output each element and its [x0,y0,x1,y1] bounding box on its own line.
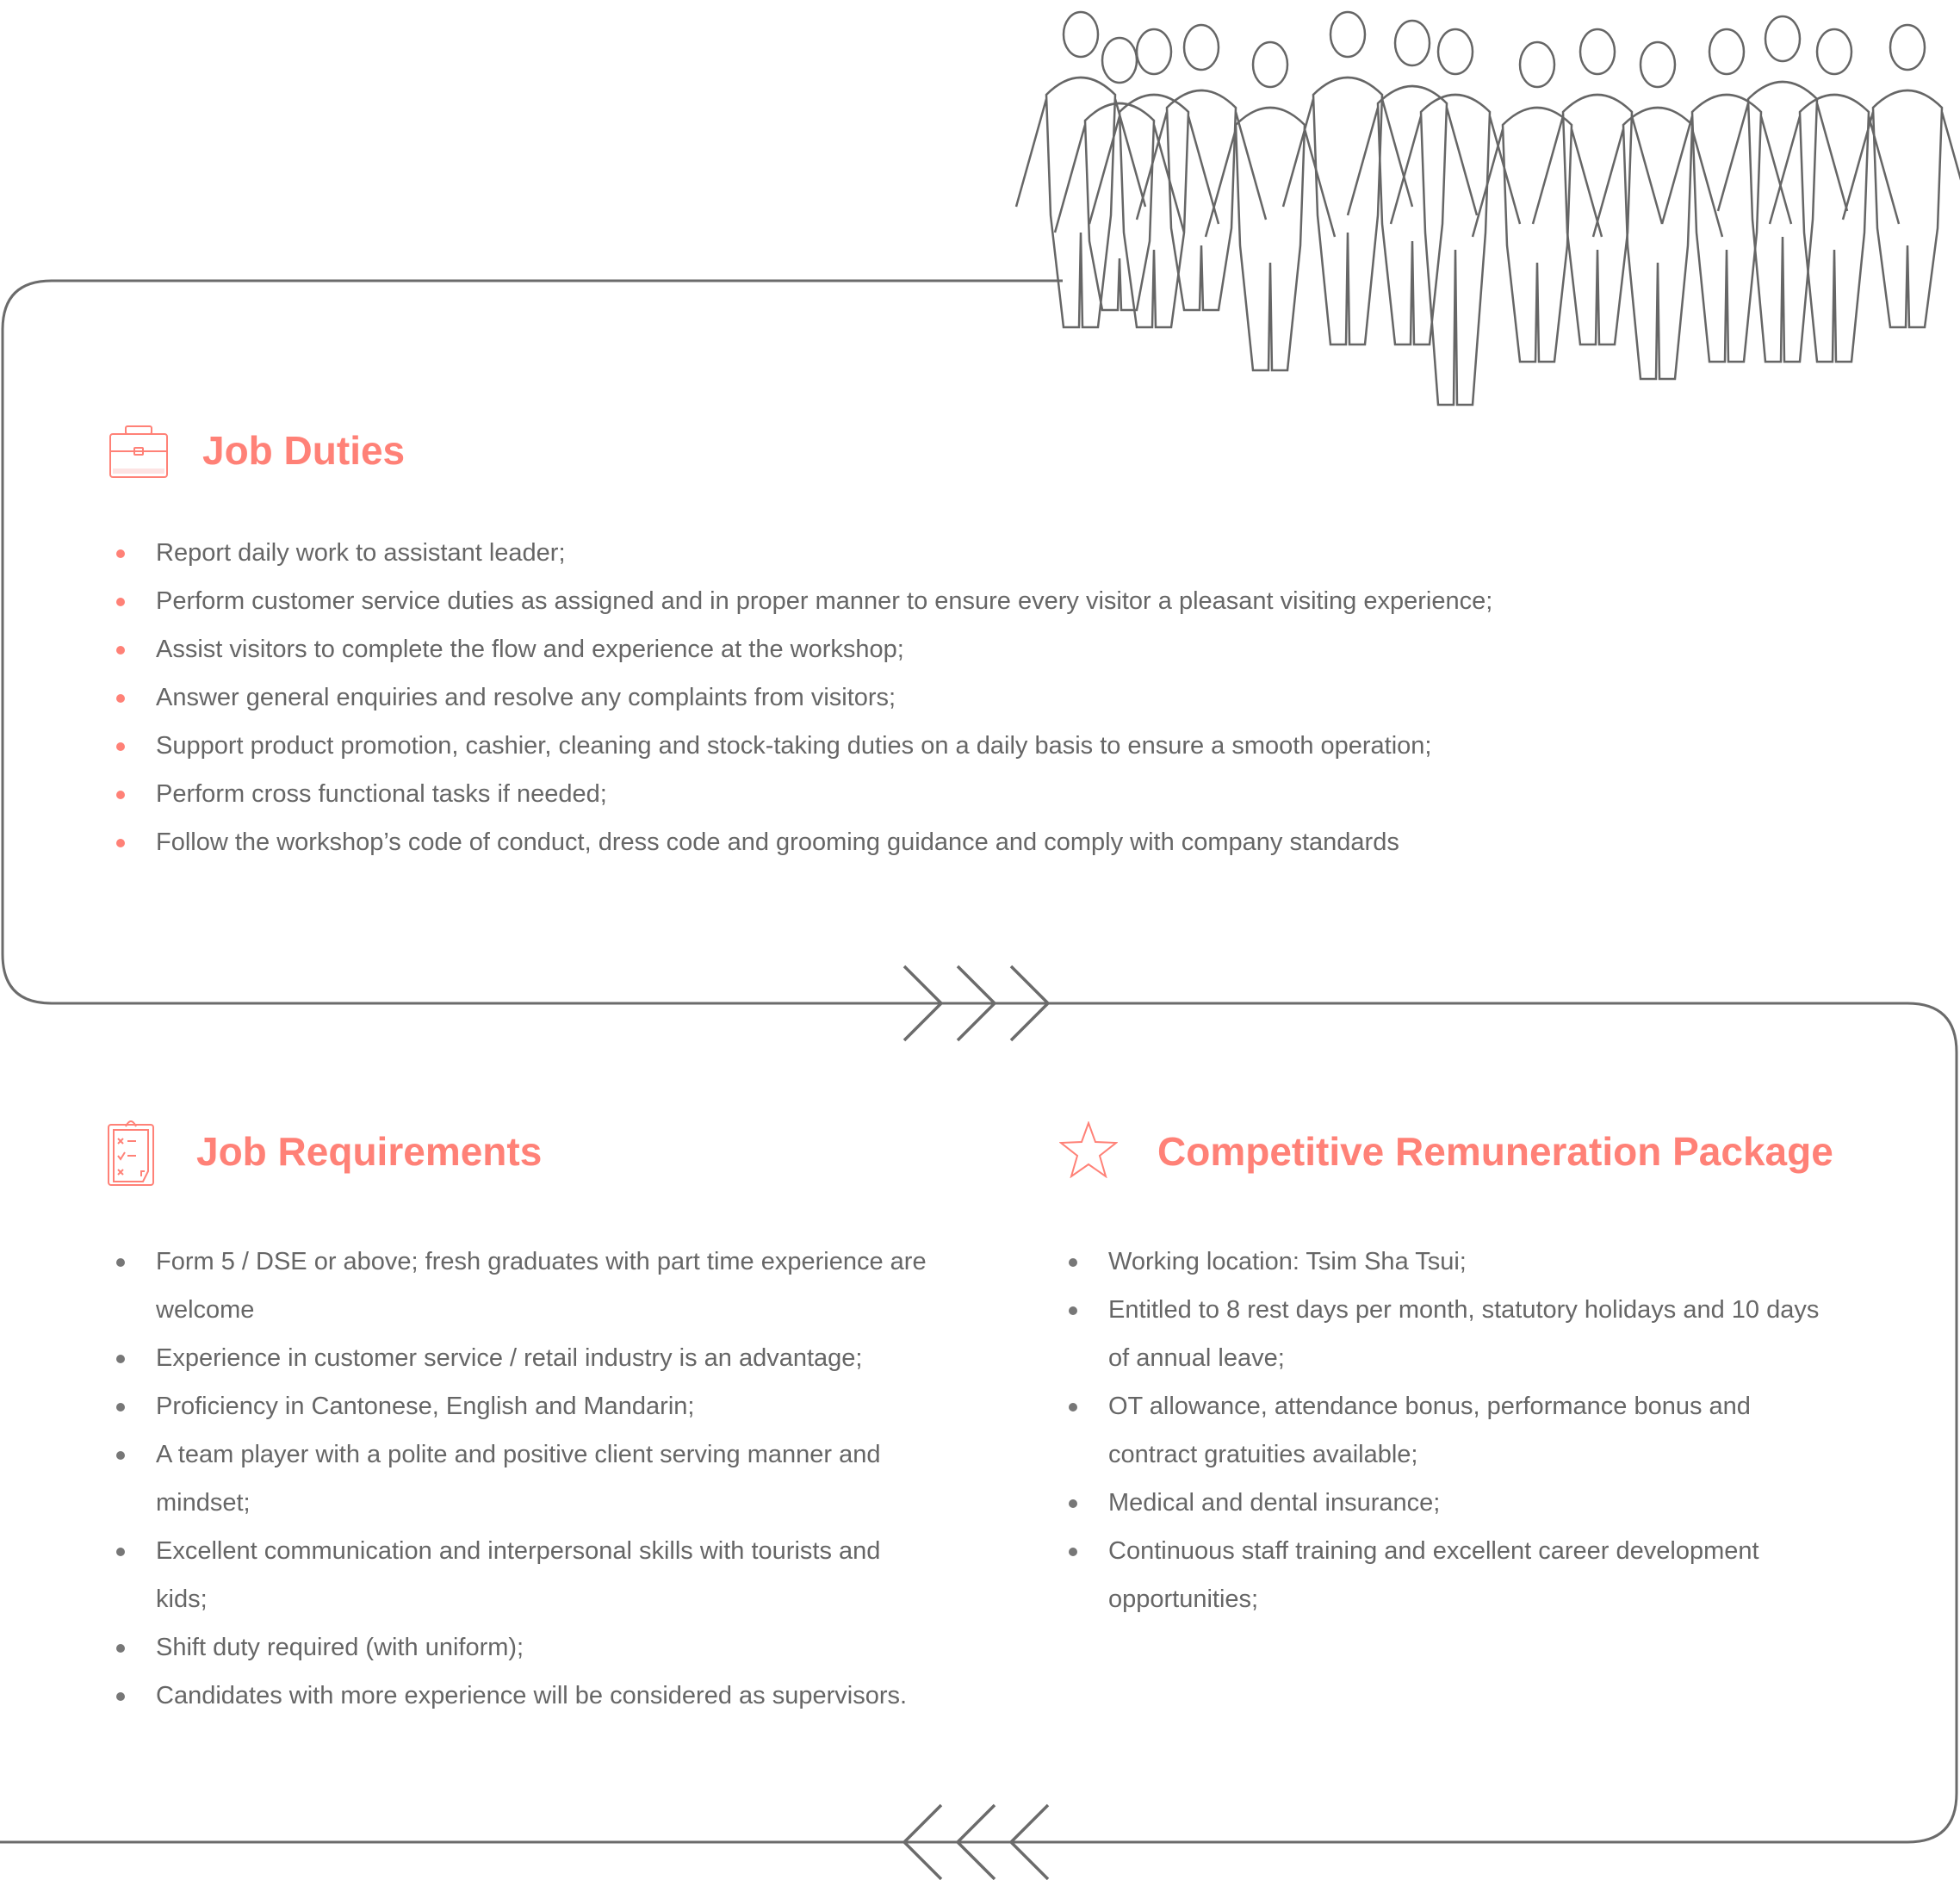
bullet [116,1451,125,1460]
list-item: Answer general enquiries and resolve any… [116,673,1492,722]
bullet [1069,1548,1077,1556]
figure-body [1591,106,1724,381]
bullet [116,742,125,751]
job-requirements-title: Job Requirements [196,1129,543,1174]
list-item: Report daily work to assistant leader; [116,529,1492,577]
figure-body [1346,84,1479,346]
list-item: Working location: Tsim Sha Tsui; [1069,1238,1832,1286]
job-duties-title: Job Duties [202,428,406,473]
figure-head [1708,28,1746,76]
figure-body [1768,93,1901,363]
list-item: Perform cross functional tasks if needed… [116,770,1492,818]
figure-body [1281,76,1414,346]
figure-body [1204,106,1337,372]
chevrons-left-icon [902,1803,1050,1880]
list-item: A team player with a polite and positive… [116,1430,931,1527]
bullet [116,1403,125,1412]
job-duties-list: Report daily work to assistant leader; P… [116,529,1492,866]
bullet [116,1692,125,1701]
figure-body [1716,80,1849,363]
bullet [1069,1403,1077,1412]
list-item: Assist visitors to complete the flow and… [116,625,1492,673]
figure-head [1764,15,1802,63]
clipboard-checklist-icon [108,1120,154,1186]
bullet [116,646,125,655]
bullet [116,1548,125,1556]
bullet [116,598,125,606]
bullet [116,1644,125,1653]
figure-head [1393,19,1431,67]
figure-head [1815,28,1853,76]
list-item: Support product promotion, cashier, clea… [116,722,1492,770]
figure-head [1062,10,1100,59]
list-item: Experience in customer service / retail … [116,1334,931,1382]
bullet [116,1258,125,1267]
briefcase-icon [109,425,168,478]
bullet [116,839,125,847]
star-icon [1059,1121,1118,1178]
list-item: Follow the workshop’s code of conduct, d… [116,818,1492,866]
bullet [1069,1258,1077,1267]
bullet [116,1355,125,1363]
figure-head [1329,10,1367,59]
figure-head [1101,36,1138,84]
figure-head [1436,28,1474,76]
list-item: Medical and dental insurance; [1069,1479,1832,1527]
list-item: Proficiency in Cantonese, English and Ma… [116,1382,931,1430]
figure-head [1889,23,1926,71]
bullet [1069,1306,1077,1315]
job-requirements-list: Form 5 / DSE or above; fresh graduates w… [116,1238,931,1720]
bullet [116,694,125,703]
figure-head [1135,28,1173,76]
list-item: Shift duty required (with uniform); [116,1623,931,1672]
figure-body [1660,93,1793,363]
figure-body [1841,89,1960,329]
figure-head [1579,28,1616,76]
list-item: Continuous staff training and excellent … [1069,1527,1832,1623]
figure-body [1014,76,1147,329]
figure-body [1471,106,1603,363]
figure-head [1182,23,1220,71]
bullet [116,791,125,799]
bullet [116,549,125,558]
remuneration-title: Competitive Remuneration Package [1157,1129,1833,1174]
list-item: Candidates with more experience will be … [116,1672,931,1720]
list-item: Form 5 / DSE or above; fresh graduates w… [116,1238,931,1334]
list-item: Excellent communication and interpersona… [116,1527,931,1623]
list-item: OT allowance, attendance bonus, performa… [1069,1382,1832,1479]
people-holding-hands-illustration [1014,10,1960,406]
chevrons-right-icon [902,965,1051,1042]
figure-body [1135,89,1268,312]
figure-body [1531,93,1664,346]
list-item: Perform customer service duties as assig… [116,577,1492,625]
bullet [1069,1499,1077,1508]
remuneration-list: Working location: Tsim Sha Tsui; Entitle… [1069,1238,1832,1623]
figure-head [1518,40,1556,89]
figure-head [1639,40,1677,89]
list-item: Entitled to 8 rest days per month, statu… [1069,1286,1832,1382]
figure-head [1251,40,1289,89]
